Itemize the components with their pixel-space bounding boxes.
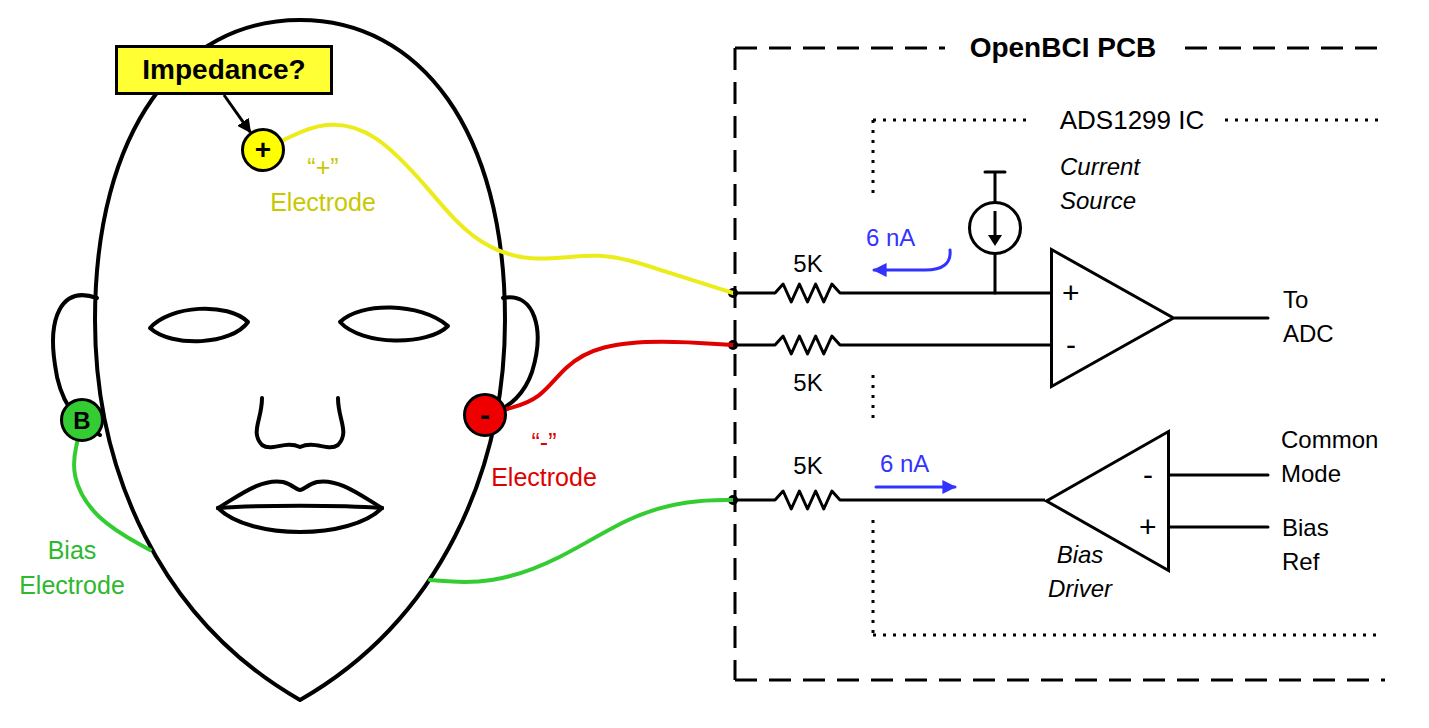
connector-path: [733, 491, 1045, 509]
label-holder: 5K: [698, 366, 918, 400]
left-eye: [150, 309, 248, 342]
boundary-line: [735, 47, 945, 50]
connector-path: [430, 500, 733, 582]
electrode-wire: [506, 336, 1050, 409]
node-text: -: [1066, 327, 1076, 363]
boundary-line: [872, 120, 875, 200]
electrode-wire: [74, 441, 1045, 582]
boundary-line: [734, 48, 737, 680]
node-text-holder: +: [1139, 509, 1157, 545]
amplifier-symbol: +-: [1050, 248, 1175, 388]
mouth-line: [218, 506, 382, 508]
electrode-circle: -: [463, 393, 507, 437]
node-text: OpenBCI PCB: [962, 30, 1165, 66]
connector-path: [733, 336, 1050, 354]
label-holder: Bias Electrode: [0, 533, 182, 603]
label-text: 5K: [698, 247, 918, 281]
node-text-holder: Bias Driver: [980, 538, 1180, 606]
upper-lip: [218, 481, 382, 508]
head-outline: [95, 20, 505, 700]
node-text: Current Source: [1060, 150, 1140, 218]
lower-lip: [218, 508, 382, 532]
connector-path: [506, 342, 733, 410]
right-eye: [340, 307, 448, 340]
current-source-symbol: Current Source: [968, 201, 1022, 255]
node-text: Bias Driver: [1048, 538, 1112, 606]
boundary-line: [872, 375, 875, 425]
amplifier-symbol-outline: [1050, 248, 1175, 388]
label-text: 6 nA: [866, 221, 915, 255]
node-text-holder: Impedance?: [142, 53, 305, 87]
label-holder: 5K: [698, 247, 918, 281]
label-text: “+” Electrode: [270, 150, 376, 220]
node-text: +: [1062, 275, 1080, 311]
node-text: B: [73, 406, 90, 435]
electrode-circle: B: [60, 398, 104, 442]
bias-driver-symbol: -+Bias Driver: [1045, 430, 1170, 572]
connector-path: [224, 95, 250, 132]
right-ear: [497, 297, 538, 412]
callout-box: Impedance?: [115, 45, 333, 95]
node-text: +: [255, 133, 271, 167]
label-holder: Bias Ref: [1282, 511, 1329, 579]
boundary-line: [1185, 47, 1385, 50]
node-text: -: [480, 397, 490, 433]
electrode-wire: [283, 125, 1050, 302]
boundary-line: [1225, 119, 1380, 122]
label-text: Bias Ref: [1282, 511, 1329, 579]
label-text: Bias Electrode: [19, 533, 125, 603]
pcb-boundary: Current Source+--+Bias DriverADS1299 ICO…: [735, 48, 1385, 680]
bias-ref-wire: [1170, 526, 1268, 529]
current-arrow: [876, 486, 955, 489]
adc-output-wire: [1175, 317, 1268, 320]
connector-path: [74, 441, 150, 550]
label-holder: “-” Electrode: [434, 425, 654, 495]
label-text: 5K: [698, 366, 918, 400]
nose: [257, 398, 344, 447]
boundary-line: [873, 634, 1380, 637]
boundary-line: [735, 679, 1385, 682]
current-arrow: [874, 250, 950, 270]
node-text-holder: -: [1066, 327, 1076, 363]
label-holder: To ADC: [1283, 283, 1334, 351]
label-text: Common Mode: [1281, 423, 1378, 491]
node-text-holder: -: [480, 397, 490, 433]
boundary-line: [873, 119, 1030, 122]
pointer-arrow: [224, 95, 250, 132]
node-text-holder: +: [255, 133, 271, 167]
label-holder: 6 nA: [880, 447, 929, 481]
node-text: -: [1143, 457, 1153, 493]
electrode-circle: +: [241, 128, 285, 172]
node-text-holder: B: [73, 406, 90, 435]
label-holder: 6 nA: [866, 221, 915, 255]
label-holder: “+” Electrode: [213, 150, 433, 220]
node-text-holder: -: [1143, 457, 1153, 493]
node-text-holder: Current Source: [1060, 150, 1140, 218]
label-holder: Common Mode: [1281, 423, 1378, 491]
label-text: 6 nA: [880, 447, 929, 481]
connector-path: [733, 284, 1050, 302]
node-text-holder: +: [1062, 275, 1080, 311]
node-text: ADS1299 IC: [1052, 104, 1213, 136]
current-source-symbol-outline: [968, 201, 1022, 255]
common-mode-wire: [1170, 474, 1268, 477]
node-text: Impedance?: [142, 53, 305, 87]
label-text: To ADC: [1283, 283, 1334, 351]
label-text: “-” Electrode: [491, 425, 597, 495]
node-text: +: [1139, 509, 1157, 545]
node-text-holder: ADS1299 IC: [1012, 104, 1252, 136]
boundary-line: [872, 520, 875, 635]
node-text-holder: OpenBCI PCB: [903, 30, 1223, 66]
